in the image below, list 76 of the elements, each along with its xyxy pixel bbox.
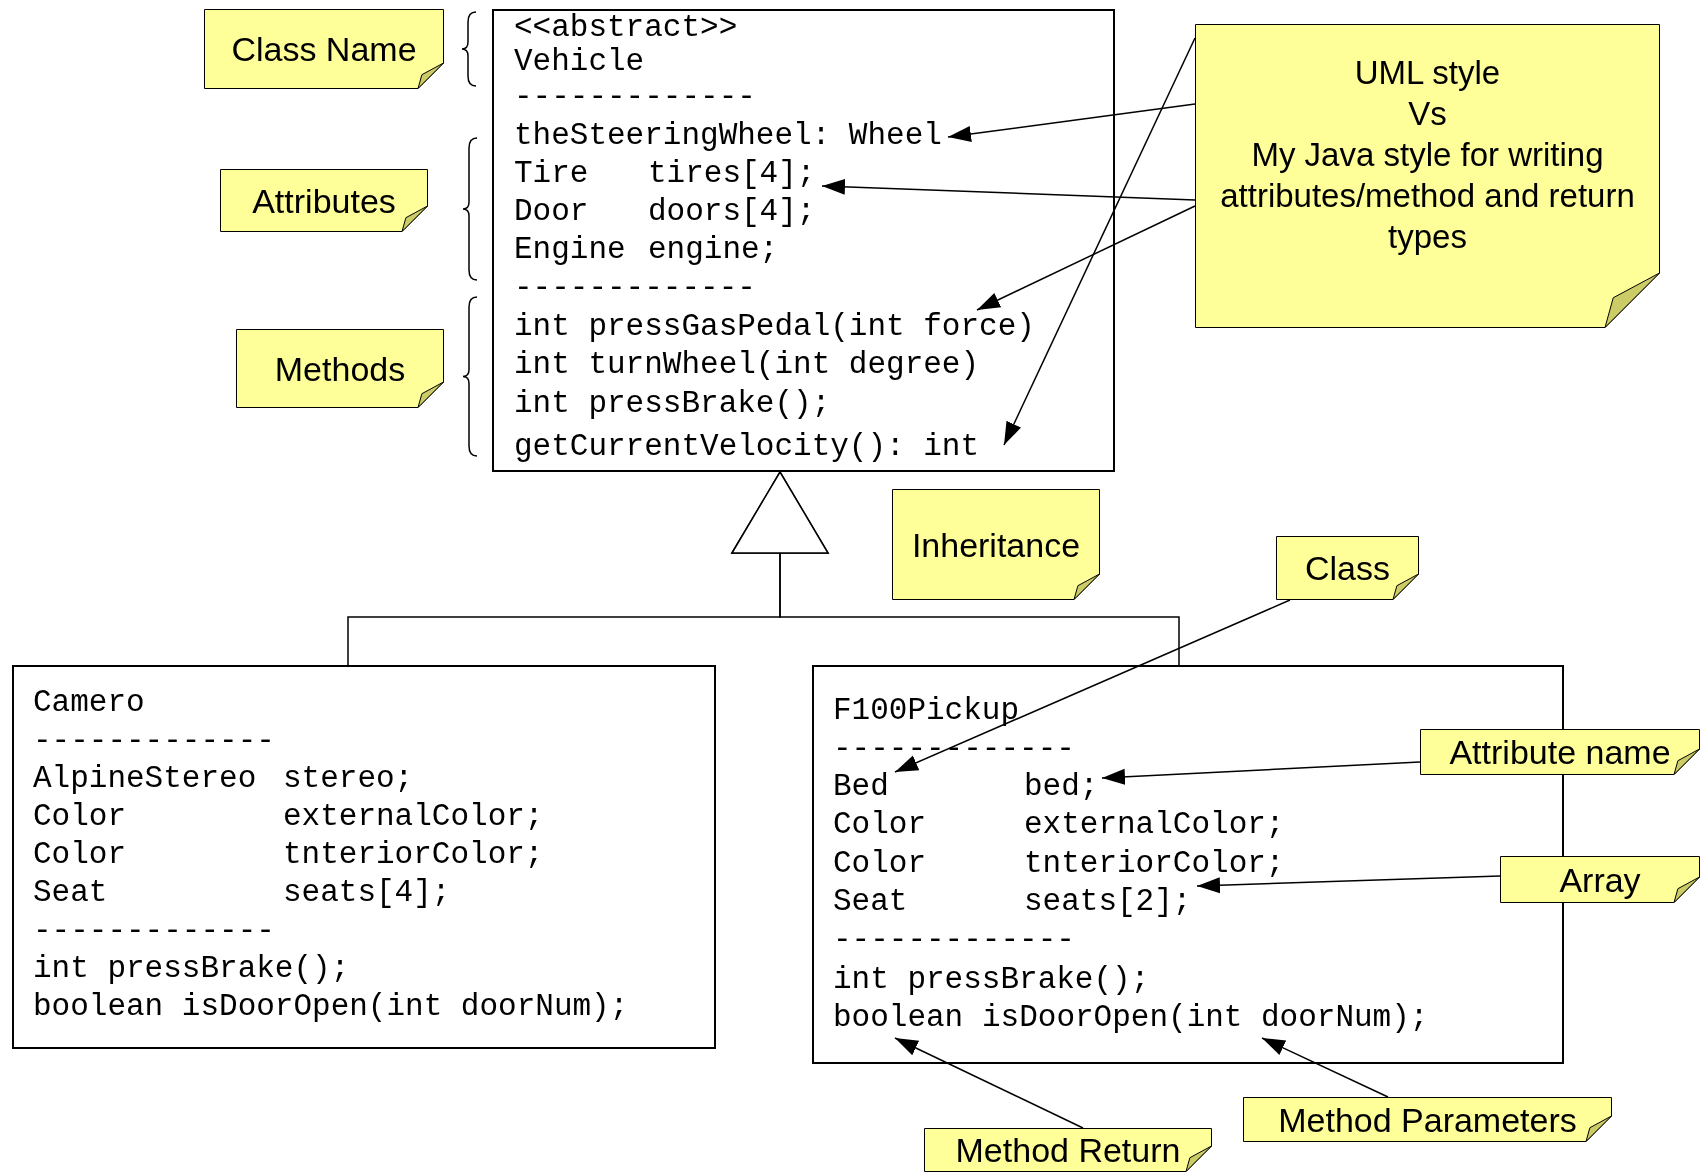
sticky-note: [236, 329, 444, 408]
code-text: Tire: [514, 157, 590, 191]
code-text: AlpineStereo: [33, 760, 257, 798]
class-box: [12, 665, 716, 1049]
code-text: stereo;: [283, 760, 414, 798]
code-line: <<abstract>>: [514, 11, 738, 45]
sticky-note: [204, 9, 444, 89]
sticky-note: [1420, 729, 1700, 775]
code-line: -------------: [514, 271, 756, 305]
code-line: Vehicle: [514, 45, 645, 79]
sticky-note: [1243, 1097, 1612, 1142]
sticky-note: [892, 489, 1100, 600]
code-line: seats[2];: [1024, 883, 1192, 921]
code-line: boolean: [833, 999, 964, 1037]
code-text: Door: [514, 195, 590, 229]
arrow: [976, 205, 1196, 311]
note-text: Method Parameters: [1278, 1099, 1577, 1140]
note-text: My Java style for writing attributes/method and return types: [1219, 135, 1636, 257]
note-text: Class Name: [231, 29, 417, 69]
code-text: seats[4];: [283, 874, 451, 912]
arrow: [821, 178, 1196, 201]
class-box: [492, 9, 1115, 472]
note-text: Vs: [1408, 94, 1447, 134]
code-line: theSteeringWheel: Wheel: [514, 119, 942, 153]
arrow: [1196, 875, 1501, 894]
code-line: isDoorOpen(int: [982, 999, 1243, 1037]
code-text: Color: [833, 806, 927, 844]
code-line: F100Pickup: [833, 692, 1020, 730]
code-line: bed;: [1024, 768, 1099, 806]
sticky-note: [924, 1128, 1212, 1172]
note-text: Class: [1305, 548, 1390, 588]
sticky-note: [1276, 536, 1419, 600]
code-line: int pressGasPedal(int force): [514, 310, 1035, 344]
code-text: doors[4];: [648, 195, 816, 229]
note-text: Attribute name: [1449, 732, 1671, 772]
code-text: engine;: [648, 233, 779, 267]
code-text: tnteriorColor;: [283, 836, 544, 874]
note-text: Methods: [274, 348, 406, 389]
code-text: Color: [33, 836, 126, 874]
code-text: externalColor;: [1024, 806, 1285, 844]
sticky-note: [1500, 856, 1700, 903]
inheritance-arrow: [731, 471, 1180, 666]
note-text: Array: [1559, 859, 1641, 900]
arrow: [947, 103, 1196, 142]
code-text: tires[4];: [648, 157, 816, 191]
note-text: UML style: [1354, 53, 1501, 93]
code-text: -------------: [33, 722, 275, 760]
arrow: [1261, 1037, 1389, 1098]
note-text: Method Return: [955, 1130, 1181, 1170]
code-text: Color: [833, 845, 927, 883]
code-text: tnteriorColor;: [1024, 845, 1285, 883]
sticky-note: [220, 169, 428, 232]
code-text: -------------: [33, 912, 275, 950]
sticky-note: [1195, 24, 1660, 328]
code-text: Camero: [33, 684, 145, 722]
code-line: int pressBrake();: [514, 387, 831, 421]
code-text: boolean isDoorOpen(int doorNum);: [33, 988, 629, 1026]
arrow: [1003, 37, 1196, 446]
arrow: [1101, 761, 1421, 785]
code-line: Bed: [833, 768, 889, 806]
code-line: -------------: [514, 80, 756, 114]
code-line: doorNum);: [1261, 999, 1429, 1037]
code-text: int pressBrake();: [33, 950, 350, 988]
code-text: Color: [33, 798, 126, 836]
code-text: externalColor;: [283, 798, 544, 836]
code-line: int pressBrake();: [833, 961, 1150, 999]
code-line: getCurrentVelocity(): int: [514, 430, 980, 464]
code-text: Engine: [514, 233, 627, 267]
code-line: -------------: [833, 921, 1075, 959]
code-line: Seat: [833, 883, 908, 921]
code-line: int turnWheel(int degree): [514, 348, 980, 382]
arrow: [894, 599, 1291, 773]
arrow: [894, 1037, 1084, 1129]
note-text: Inheritance: [911, 524, 1081, 565]
note-text: Attributes: [252, 180, 396, 221]
code-text: Seat: [33, 874, 108, 912]
